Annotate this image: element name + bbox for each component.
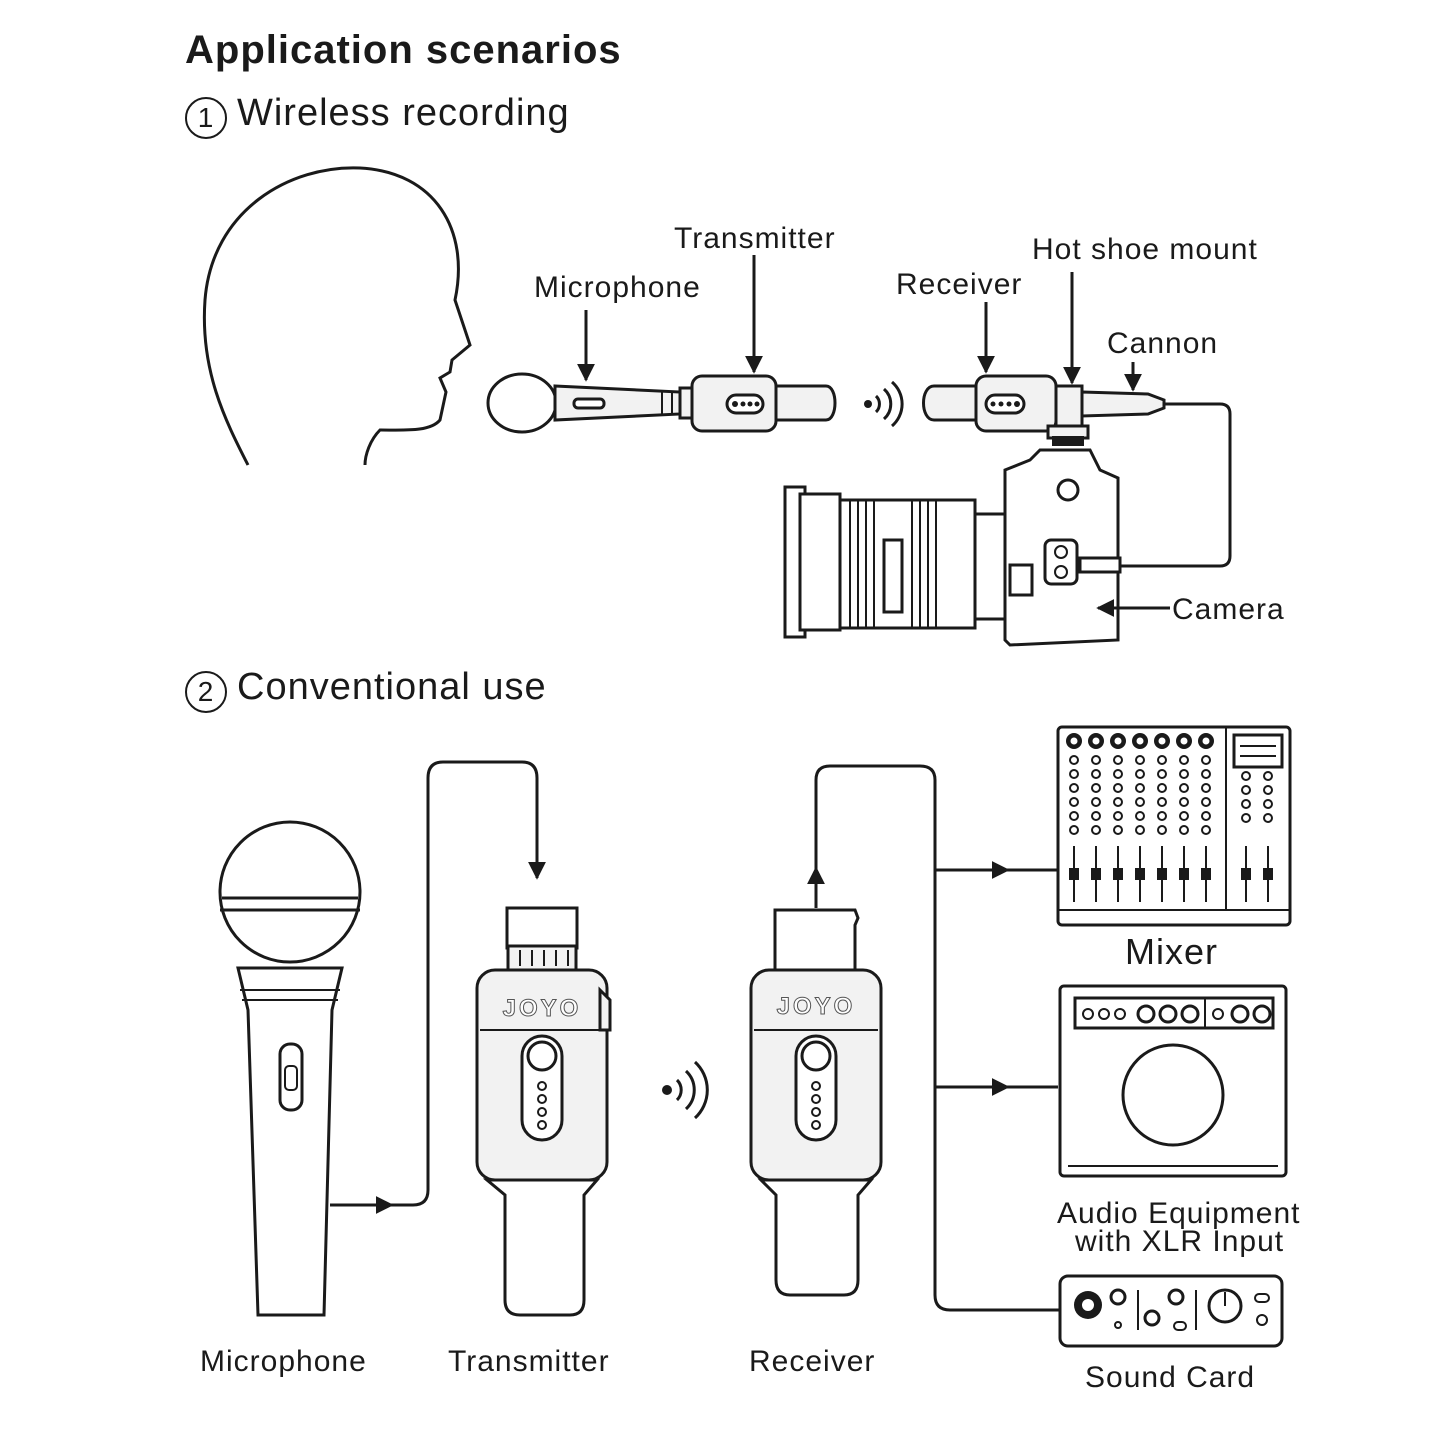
transmitter-icon: JOYO [475, 906, 612, 1317]
hot-shoe-mount-icon [1046, 384, 1090, 446]
label-audio-equipment: Audio Equipment [1057, 1197, 1301, 1230]
transmitter-icon [678, 374, 837, 433]
section-label: Wireless recording [237, 92, 570, 134]
handheld-microphone-icon [218, 820, 362, 1317]
label-transmitter-1: Transmitter [674, 222, 836, 255]
label-xlr-input: with XLR Input [1075, 1225, 1285, 1258]
wireless-signal-icon [662, 1060, 709, 1120]
label-sound-card: Sound Card [1085, 1361, 1256, 1394]
camera-icon [783, 448, 1122, 647]
section-number-badge: 1 [185, 97, 227, 139]
brand-logo-text: JOYO [777, 993, 856, 1020]
mixer-icon [1056, 725, 1292, 927]
label-receiver-1: Receiver [896, 268, 1023, 301]
label-cannon: Cannon [1107, 327, 1219, 360]
label-camera: Camera [1172, 593, 1285, 626]
cannon-connector-icon [1080, 390, 1166, 418]
brand-logo-text: JOYO [503, 995, 582, 1022]
head-silhouette-icon [202, 166, 472, 466]
section-number-badge: 2 [185, 671, 227, 713]
amplifier-icon [1058, 984, 1288, 1178]
receiver-icon [922, 374, 1058, 433]
label-receiver-2: Receiver [749, 1345, 876, 1378]
sound-card-icon [1058, 1274, 1284, 1348]
receiver-icon: JOYO [749, 908, 883, 1297]
label-mixer: Mixer [1125, 931, 1218, 972]
label-transmitter-2: Transmitter [448, 1345, 610, 1378]
label-hot-shoe: Hot shoe mount [1032, 233, 1258, 266]
section-label: Conventional use [237, 666, 547, 708]
page-title: Application scenarios [185, 28, 622, 72]
label-microphone-2: Microphone [200, 1345, 367, 1378]
label-microphone-1: Microphone [534, 271, 701, 304]
handheld-microphone-icon [486, 372, 682, 434]
wireless-signal-icon [864, 380, 904, 428]
